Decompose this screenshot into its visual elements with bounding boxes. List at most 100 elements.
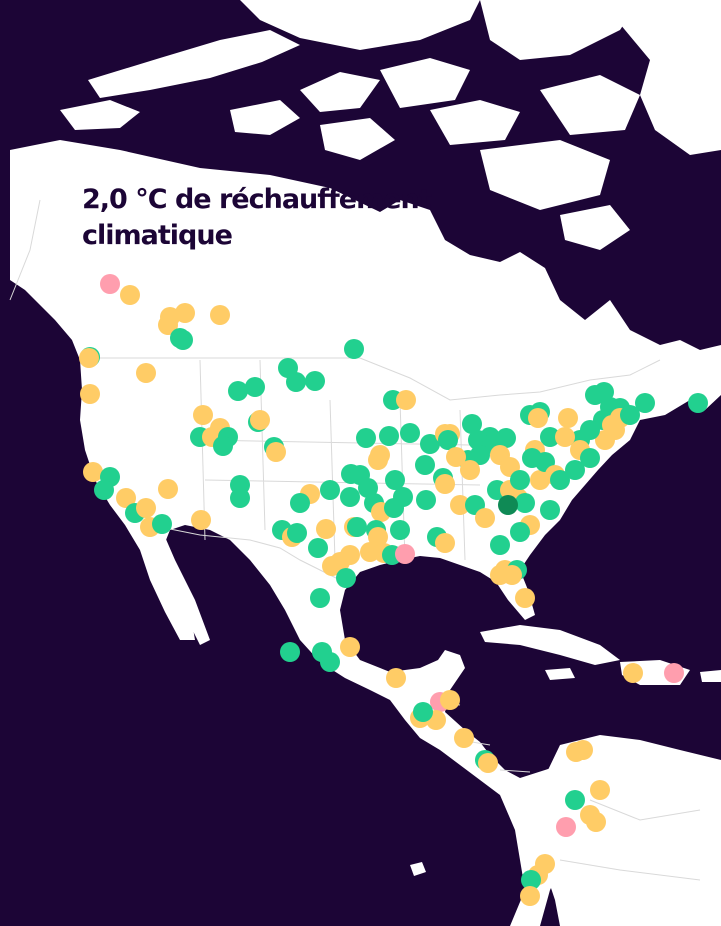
green-city-dot[interactable]	[379, 426, 399, 446]
yellow-city-dot[interactable]	[520, 886, 540, 906]
yellow-city-dot[interactable]	[454, 728, 474, 748]
puerto-rico	[700, 670, 721, 682]
yellow-city-dot[interactable]	[605, 420, 625, 440]
green-city-dot[interactable]	[490, 535, 510, 555]
green-city-dot[interactable]	[540, 500, 560, 520]
yellow-city-dot[interactable]	[316, 519, 336, 539]
green-city-dot[interactable]	[347, 517, 367, 537]
green-city-dot[interactable]	[320, 652, 340, 672]
green-city-dot[interactable]	[415, 455, 435, 475]
yellow-city-dot[interactable]	[435, 474, 455, 494]
green-city-dot[interactable]	[340, 487, 360, 507]
yellow-city-dot[interactable]	[555, 427, 575, 447]
green-city-dot[interactable]	[515, 493, 535, 513]
green-city-dot[interactable]	[580, 420, 600, 440]
yellow-city-dot[interactable]	[120, 285, 140, 305]
green-city-dot[interactable]	[385, 470, 405, 490]
green-city-dot[interactable]	[286, 372, 306, 392]
green-city-dot[interactable]	[230, 488, 250, 508]
yellow-city-dot[interactable]	[340, 637, 360, 657]
green-city-dot[interactable]	[540, 427, 560, 447]
green-city-dot[interactable]	[344, 339, 364, 359]
yellow-city-dot[interactable]	[460, 460, 480, 480]
yellow-city-dot[interactable]	[210, 305, 230, 325]
yellow-city-dot[interactable]	[435, 533, 455, 553]
green-city-dot[interactable]	[510, 522, 530, 542]
green-city-dot[interactable]	[462, 414, 482, 434]
green-city-dot[interactable]	[620, 405, 640, 425]
yellow-city-dot[interactable]	[528, 408, 548, 428]
yellow-city-dot[interactable]	[515, 588, 535, 608]
yellow-city-dot[interactable]	[586, 812, 606, 832]
yellow-city-dot[interactable]	[573, 740, 593, 760]
green-city-dot[interactable]	[336, 568, 356, 588]
yellow-city-dot[interactable]	[340, 545, 360, 565]
green-city-dot[interactable]	[228, 381, 248, 401]
green-city-dot[interactable]	[287, 523, 307, 543]
green-city-dot[interactable]	[152, 514, 172, 534]
green-city-dot[interactable]	[290, 493, 310, 513]
green-city-dot[interactable]	[565, 790, 585, 810]
yellow-city-dot[interactable]	[368, 527, 388, 547]
green-city-dot[interactable]	[358, 478, 378, 498]
green-city-dot[interactable]	[94, 480, 114, 500]
yellow-city-dot[interactable]	[450, 495, 470, 515]
green-city-dot[interactable]	[496, 428, 516, 448]
pink-city-dot[interactable]	[395, 544, 415, 564]
arctic-island	[230, 100, 300, 135]
green-city-dot[interactable]	[580, 448, 600, 468]
yellow-city-dot[interactable]	[396, 390, 416, 410]
green-city-dot[interactable]	[245, 377, 265, 397]
green-city-dot[interactable]	[521, 870, 541, 890]
green-city-dot[interactable]	[400, 423, 420, 443]
yellow-city-dot[interactable]	[79, 348, 99, 368]
green-city-dot[interactable]	[420, 434, 440, 454]
yellow-city-dot[interactable]	[368, 450, 388, 470]
green-city-dot[interactable]	[438, 430, 458, 450]
yellow-city-dot[interactable]	[440, 690, 460, 710]
yellow-city-dot[interactable]	[558, 408, 578, 428]
pink-city-dot[interactable]	[100, 274, 120, 294]
green-city-dot[interactable]	[594, 382, 614, 402]
green-city-dot[interactable]	[635, 393, 655, 413]
yellow-city-dot[interactable]	[250, 410, 270, 430]
green-city-dot[interactable]	[173, 330, 193, 350]
yellow-city-dot[interactable]	[386, 668, 406, 688]
yellow-city-dot[interactable]	[158, 479, 178, 499]
yellow-city-dot[interactable]	[478, 753, 498, 773]
pink-city-dot[interactable]	[556, 817, 576, 837]
green-city-dot[interactable]	[565, 460, 585, 480]
green-city-dot[interactable]	[305, 371, 325, 391]
green-city-dot[interactable]	[280, 642, 300, 662]
green-city-dot[interactable]	[550, 470, 570, 490]
green-city-dot[interactable]	[320, 480, 340, 500]
green-city-dot[interactable]	[390, 520, 410, 540]
green-city-dot[interactable]	[356, 428, 376, 448]
yellow-city-dot[interactable]	[502, 565, 522, 585]
yellow-city-dot[interactable]	[80, 384, 100, 404]
yellow-city-dot[interactable]	[175, 303, 195, 323]
green-city-dot[interactable]	[510, 470, 530, 490]
green-city-dot[interactable]	[213, 436, 233, 456]
yellow-city-dot[interactable]	[83, 462, 103, 482]
green-city-dot[interactable]	[413, 702, 433, 722]
dark-green-city-dot[interactable]	[498, 495, 518, 515]
green-city-dot[interactable]	[310, 588, 330, 608]
yellow-city-dot[interactable]	[136, 363, 156, 383]
yellow-city-dot[interactable]	[446, 447, 466, 467]
yellow-city-dot[interactable]	[116, 488, 136, 508]
yellow-city-dot[interactable]	[590, 780, 610, 800]
green-city-dot[interactable]	[416, 490, 436, 510]
yellow-city-dot[interactable]	[475, 508, 495, 528]
yellow-city-dot[interactable]	[158, 315, 178, 335]
green-city-dot[interactable]	[308, 538, 328, 558]
green-city-dot[interactable]	[688, 393, 708, 413]
yellow-city-dot[interactable]	[136, 498, 156, 518]
pink-city-dot[interactable]	[664, 663, 684, 683]
yellow-city-dot[interactable]	[266, 442, 286, 462]
yellow-city-dot[interactable]	[623, 663, 643, 683]
green-city-dot[interactable]	[384, 498, 404, 518]
yellow-city-dot[interactable]	[191, 510, 211, 530]
yellow-city-dot[interactable]	[193, 405, 213, 425]
